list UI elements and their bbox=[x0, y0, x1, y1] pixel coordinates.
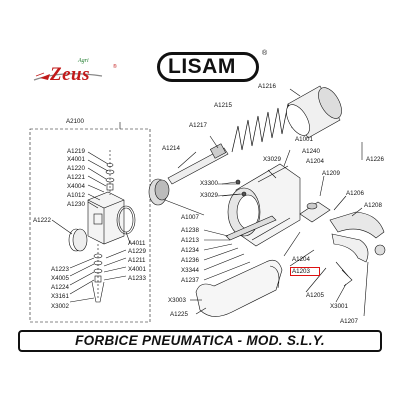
part-label-a1216: A1216 bbox=[258, 83, 276, 90]
zeus-logo: Zeus bbox=[50, 64, 90, 85]
part-label-a1236: A1236 bbox=[181, 257, 199, 264]
part-label-a1219: A1219 bbox=[67, 148, 85, 155]
part-label-x3029: X3029 bbox=[263, 156, 281, 163]
part-label-a1234: A1234 bbox=[181, 247, 199, 254]
part-label-a2100: A2100 bbox=[66, 118, 84, 125]
part-label-a1213: A1213 bbox=[181, 237, 199, 244]
part-label-a1226: A1226 bbox=[366, 156, 384, 163]
part-label-a4011: A4011 bbox=[128, 240, 146, 247]
part-label-a1203: A1203 bbox=[292, 268, 310, 275]
part-label-a1214: A1214 bbox=[162, 145, 180, 152]
part-label-x3002: X3002 bbox=[51, 303, 69, 310]
part-label-x3001: X3001 bbox=[330, 303, 348, 310]
part-label-x4001: X4001 bbox=[67, 156, 85, 163]
part-label-a1215: A1215 bbox=[214, 102, 232, 109]
part-label-x3003: X3003 bbox=[168, 297, 186, 304]
part-label-x3300: X3300 bbox=[200, 180, 218, 187]
part-label-x3029-b: X3029 bbox=[200, 192, 218, 199]
part-label-x4004: X4004 bbox=[67, 183, 85, 190]
title-frame bbox=[18, 330, 382, 352]
part-label-a1237: A1237 bbox=[181, 277, 199, 284]
diagram-title: FORBICE PNEUMATICA - MOD. S.L.Y. bbox=[75, 333, 325, 348]
part-label-a1217: A1217 bbox=[189, 122, 207, 129]
part-label-x4001-b: X4001 bbox=[128, 266, 146, 273]
part-label-a1230: A1230 bbox=[67, 201, 85, 208]
lisam-logo-frame bbox=[157, 52, 259, 82]
part-label-a1220: A1220 bbox=[67, 165, 85, 172]
part-label-a1240: A1240 bbox=[302, 148, 320, 155]
zeus-registered-mark: ® bbox=[113, 64, 117, 70]
lisam-logo: LISAM bbox=[168, 55, 236, 78]
part-label-a1221: A1221 bbox=[67, 174, 85, 181]
part-label-a1012: A1012 bbox=[67, 192, 85, 199]
part-label-a1238: A1238 bbox=[181, 227, 199, 234]
part-label-a1229: A1229 bbox=[128, 248, 146, 255]
part-label-x3344: X3344 bbox=[181, 267, 199, 274]
zeus-swoosh-icon bbox=[33, 72, 103, 81]
part-label-a1225: A1225 bbox=[170, 311, 188, 318]
part-label-a1205: A1205 bbox=[306, 292, 324, 299]
part-label-a1208: A1208 bbox=[364, 202, 382, 209]
part-label-a1223: A1223 bbox=[51, 266, 69, 273]
zeus-logo-agri: Agri bbox=[78, 58, 89, 64]
subassembly-a2100-box bbox=[29, 128, 151, 323]
part-label-x3161: X3161 bbox=[51, 293, 69, 300]
part-label-a1204-b: A1204 bbox=[292, 256, 310, 263]
part-label-a1233: A1233 bbox=[128, 275, 146, 282]
part-label-a1207: A1207 bbox=[340, 318, 358, 325]
part-label-a1224: A1224 bbox=[51, 284, 69, 291]
part-label-a1209: A1209 bbox=[322, 170, 340, 177]
part-label-a1204: A1204 bbox=[306, 158, 324, 165]
part-label-a1001: A1001 bbox=[295, 136, 313, 143]
part-label-a1211: A1211 bbox=[128, 257, 146, 264]
part-label-a1222: A1222 bbox=[33, 217, 51, 224]
highlight-box-a1203 bbox=[290, 267, 320, 276]
part-label-x4005: X4005 bbox=[51, 275, 69, 282]
part-label-a1007: A1007 bbox=[181, 214, 199, 221]
part-label-a1206: A1206 bbox=[346, 190, 364, 197]
lisam-registered-mark: ® bbox=[262, 50, 268, 57]
